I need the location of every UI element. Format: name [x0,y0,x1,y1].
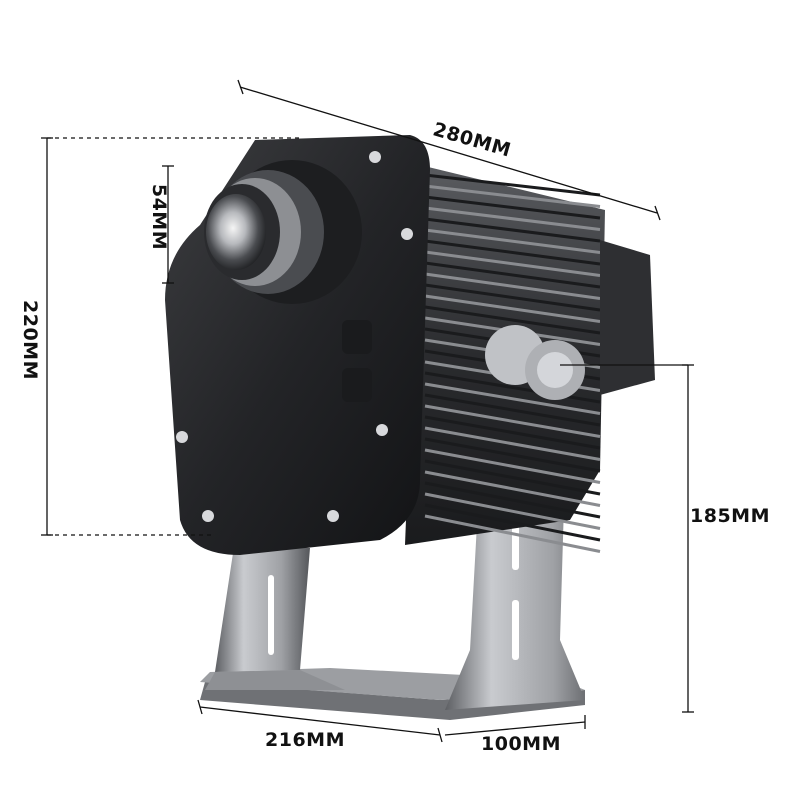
fin-line [424,217,601,243]
fin-line [424,448,601,484]
dimension-lines [41,79,694,743]
fin-line [424,481,601,519]
fin-line [424,404,601,438]
fin-line [424,415,601,450]
fin-line [424,173,601,197]
dimension-lens-label: 54MM [148,183,171,251]
dimension-stand-height-label: 185MM [690,505,770,527]
fin-line [424,382,601,415]
fin-line [424,283,601,312]
fin-line [424,294,601,323]
fin-line [424,272,601,300]
fin-line [424,250,601,277]
pivot-knob [485,325,585,400]
fin-line [424,206,601,231]
fin-line [424,371,601,404]
lens [204,160,362,304]
dimension-height-label: 220MM [18,300,41,380]
fin-line [424,459,601,496]
fin-line [424,514,601,553]
fin-line [424,503,601,542]
dimension-base-width-label: 216MM [265,729,345,751]
fin-line [424,228,601,254]
fin-line [424,261,601,289]
fin-line [424,426,601,461]
fin-line [424,195,601,220]
fin-line [424,492,601,530]
fin-line [424,184,601,208]
dimension-base-depth-label: 100MM [481,733,561,755]
fin-line [424,393,601,427]
fin-line [424,470,601,507]
fin-line [424,239,601,266]
fin-line [424,305,601,335]
fin-line [424,437,601,473]
